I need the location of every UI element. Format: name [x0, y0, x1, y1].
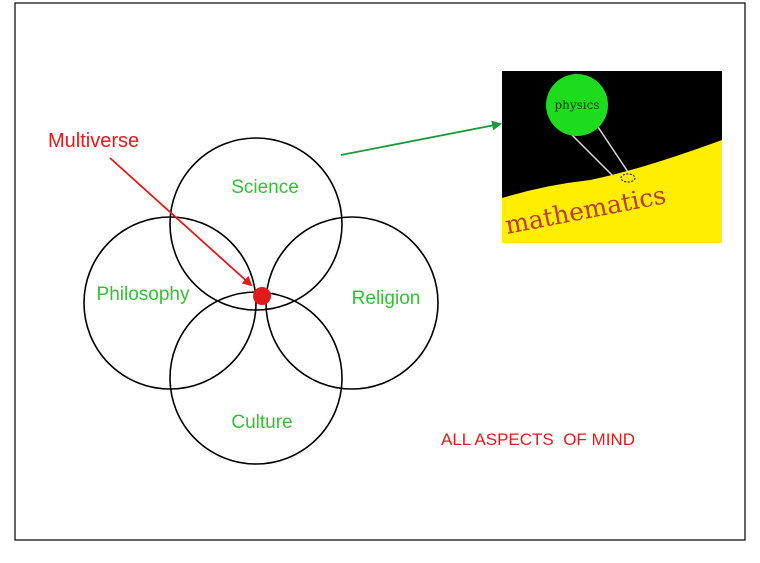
caption: ALL ASPECTS OF MIND — [441, 430, 635, 449]
physics-mathematics-inset: physics mathematics — [502, 71, 722, 243]
science-circle — [169, 137, 343, 311]
culture-label: Culture — [231, 412, 292, 433]
multiverse-dot — [253, 287, 271, 305]
philosophy-label: Philosophy — [97, 284, 190, 305]
support-line-left — [564, 127, 614, 177]
physics-label: physics — [554, 98, 599, 112]
multiverse-label: Multiverse — [48, 130, 139, 152]
religion-label: Religion — [352, 288, 421, 309]
contact-point — [620, 173, 636, 183]
science-label: Science — [231, 177, 299, 198]
multiverse-arrow — [109, 157, 253, 287]
inset-ground — [502, 140, 722, 243]
science-to-inset-arrow — [340, 120, 502, 156]
physics-bubble — [546, 74, 608, 136]
